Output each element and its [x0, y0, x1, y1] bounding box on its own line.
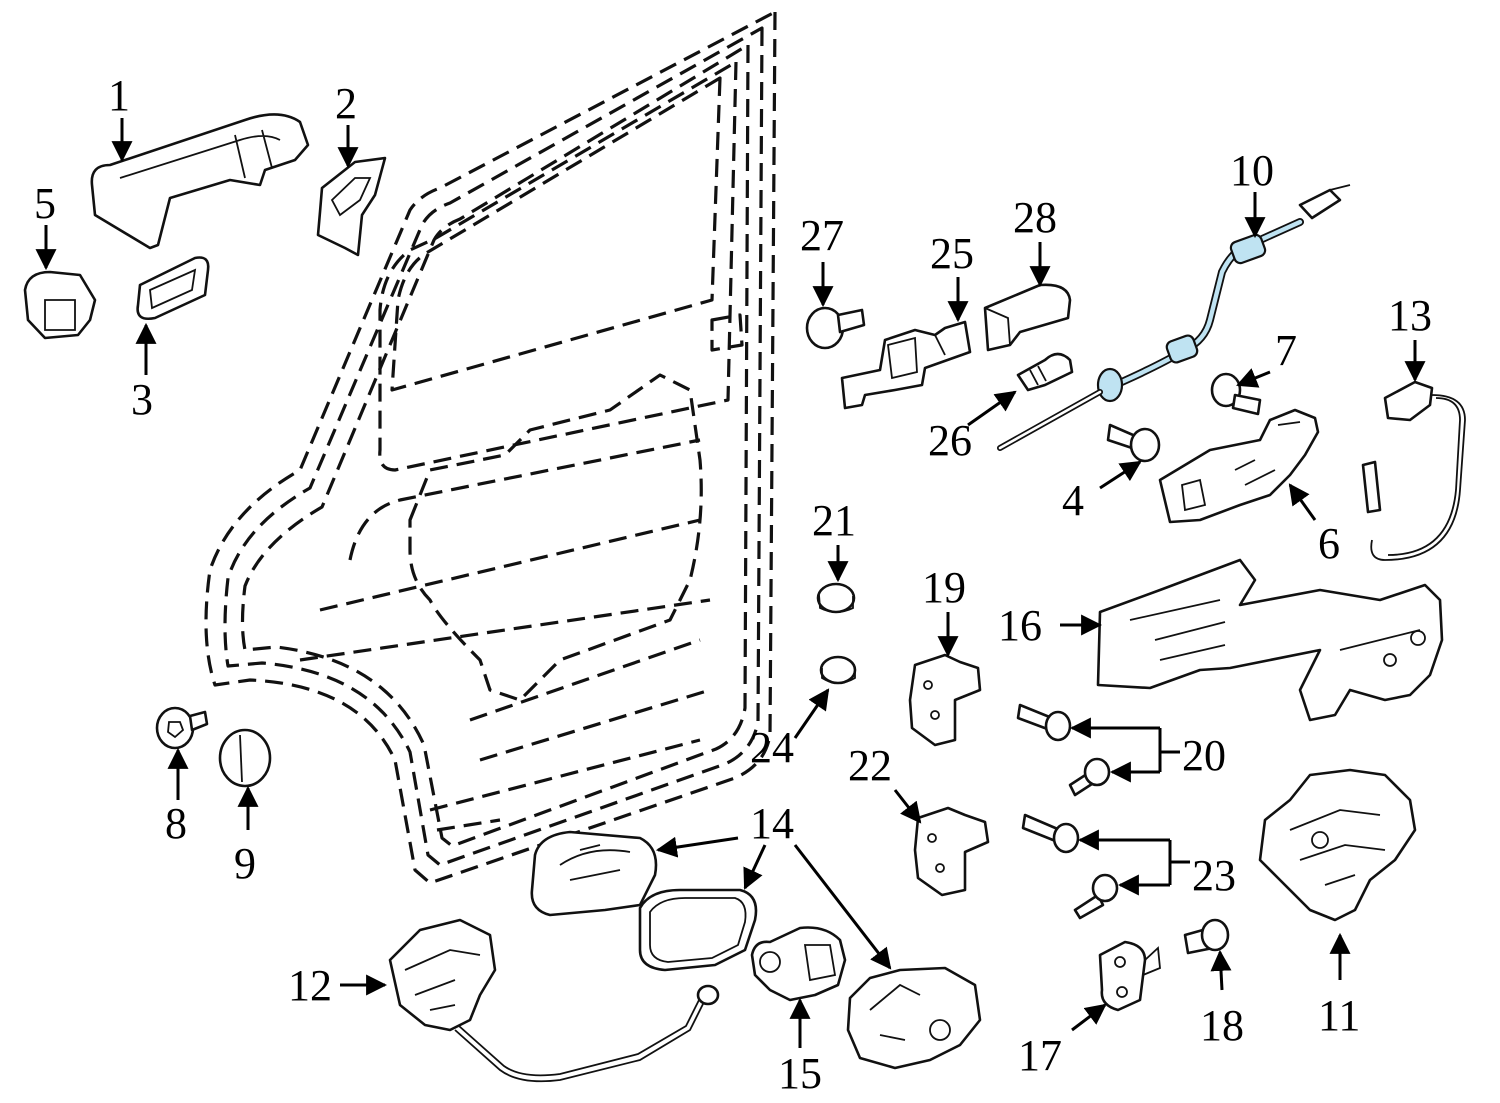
reinforcement-bracket-part: [1096, 558, 1444, 722]
callout-23: 23: [1192, 851, 1236, 900]
callout-16: 16: [998, 601, 1042, 650]
callout-3: 3: [131, 375, 153, 424]
callout-12: 12: [288, 961, 332, 1010]
screws-23-part: [1021, 813, 1119, 920]
door-check-part: [840, 320, 972, 410]
cap-21-part: [816, 582, 856, 614]
handle-cap-part: [23, 270, 97, 340]
callout-5: 5: [34, 179, 56, 228]
cap-24-part: [819, 655, 857, 685]
callout-11: 11: [1318, 991, 1360, 1040]
callout-24: 24: [750, 723, 794, 772]
hinge-19-part: [908, 653, 982, 747]
handle-bezel-part: [316, 156, 387, 257]
callout-20: 20: [1182, 731, 1226, 780]
callout-15: 15: [778, 1049, 822, 1098]
callout-25: 25: [930, 229, 974, 278]
callout-14: 14: [750, 799, 794, 848]
callout-6: 6: [1318, 519, 1340, 568]
callout-28: 28: [1013, 193, 1057, 242]
actuator-motor-part: [750, 926, 847, 1002]
striker-plate-part: [1098, 940, 1161, 1012]
hinge-22-part: [913, 806, 990, 897]
callout-8: 8: [165, 799, 187, 848]
callout-27: 27: [800, 211, 844, 260]
callout-13: 13: [1388, 291, 1432, 340]
actuator-cover-part: [846, 966, 982, 1070]
cable-assembly-part: [997, 184, 1351, 451]
bolt-part: [155, 706, 209, 750]
callout-2: 2: [335, 79, 357, 128]
callout-21: 21: [812, 496, 856, 545]
callout-9: 9: [234, 839, 256, 888]
callout-26: 26: [928, 416, 972, 465]
callout-4: 4: [1062, 476, 1084, 525]
door-latch-12-part: [388, 918, 720, 1083]
bolt-27-part: [805, 306, 866, 350]
screw-26-part: [1016, 352, 1074, 392]
latch-cable-part: [1361, 380, 1466, 561]
door-panel-outline: [204, 10, 777, 885]
callout-22: 22: [848, 741, 892, 790]
plug-part: [218, 728, 272, 788]
inner-handle-bracket-part: [1158, 408, 1320, 524]
door-latch-11-part: [1258, 768, 1417, 922]
callout-17: 17: [1018, 1031, 1062, 1080]
screw-7-part: [1210, 372, 1262, 416]
bolt-18-part: [1183, 918, 1230, 955]
callout-19: 19: [922, 563, 966, 612]
callout-7: 7: [1275, 326, 1297, 375]
outer-door-handle-part: [90, 113, 310, 250]
latch-gasket-part: [638, 888, 758, 972]
latch-seal-cover-part: [530, 830, 658, 917]
callout-1: 1: [108, 71, 130, 120]
handle-pad-part: [136, 256, 210, 320]
screws-20-part: [1016, 703, 1111, 797]
screw-4-part: [1106, 423, 1161, 463]
leader-arrows: [35, 118, 1426, 1048]
callout-labels: 1 2 3 4 5 6 7 8 9 10 11 12 13 14 15 16 1…: [34, 71, 1432, 1098]
check-cover-part: [983, 283, 1072, 352]
callout-10: 10: [1230, 146, 1274, 195]
callout-18: 18: [1200, 1001, 1244, 1050]
